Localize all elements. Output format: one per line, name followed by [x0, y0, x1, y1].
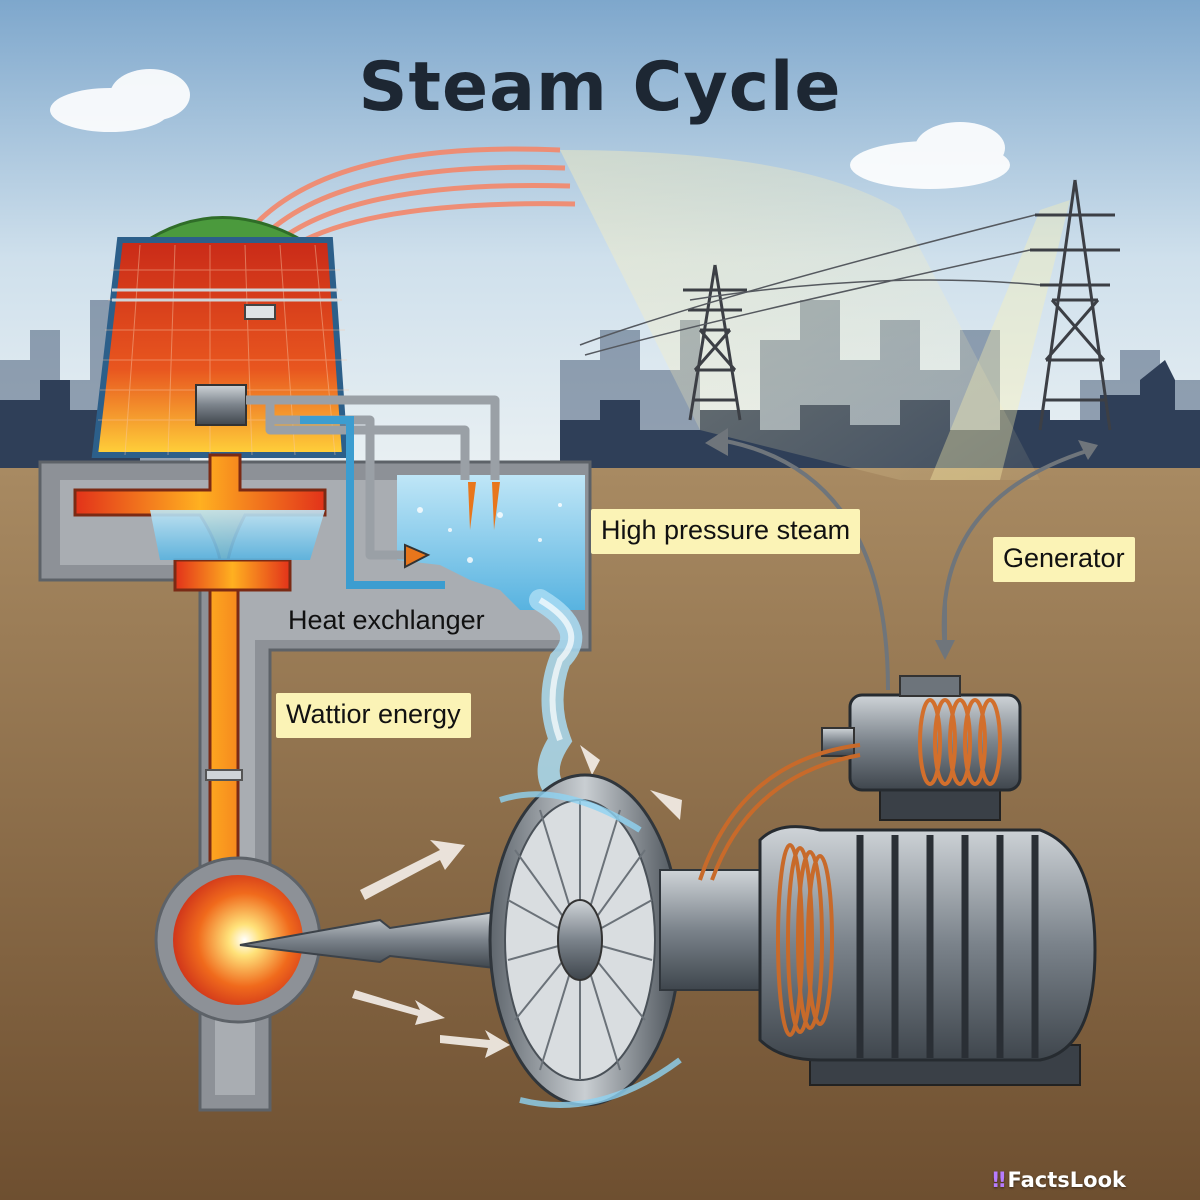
watermark: ‼FactsLook [992, 1168, 1126, 1192]
label-generator: Generator [993, 537, 1135, 582]
watermark-text: FactsLook [1007, 1168, 1126, 1192]
logo-icon: ‼ [992, 1168, 1006, 1192]
label-water-energy: Wattior energy [276, 693, 471, 738]
diagram-title: Steam Cycle [358, 48, 842, 127]
label-heat-exchanger: Heat exchlanger [288, 605, 485, 635]
label-high-pressure-steam: High pressure steam [591, 509, 861, 554]
